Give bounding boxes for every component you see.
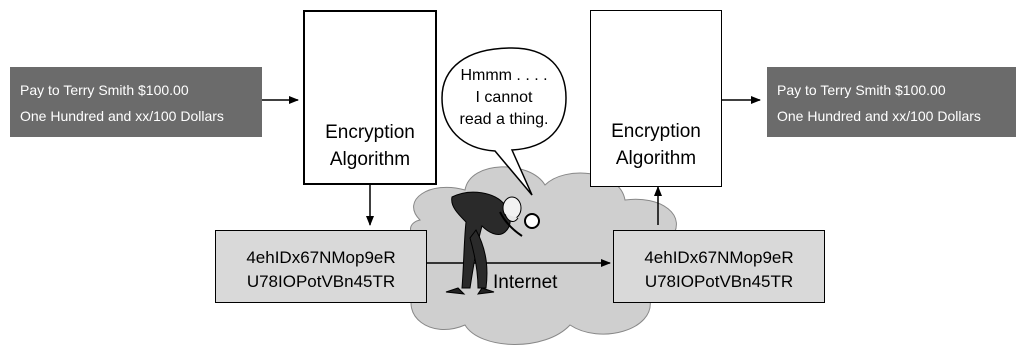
- sender-message-line1: Pay to Terry Smith $100.00: [20, 82, 189, 98]
- eavesdropper-figure: [445, 191, 540, 295]
- left-ciphertext-line1: 4ehIDx67NMop9eR: [246, 248, 396, 267]
- speech-bubble-line1: Hmmm . . . .: [460, 67, 548, 84]
- right-algorithm-line1: Encryption: [611, 121, 701, 142]
- right-ciphertext-line2: U78IOPotVBn45TR: [644, 272, 794, 291]
- left-encryption-algorithm: Encryption Algorithm: [303, 10, 437, 185]
- right-ciphertext: 4ehIDx67NMop9eR U78IOPotVBn45TR: [613, 230, 825, 303]
- internet-label: Internet: [493, 272, 558, 293]
- sender-message: Pay to Terry Smith $100.00 One Hundred a…: [10, 67, 262, 137]
- sender-message-line2: One Hundred and xx/100 Dollars: [20, 108, 224, 124]
- right-ciphertext-line1: 4ehIDx67NMop9eR: [644, 248, 794, 267]
- right-encryption-algorithm: Encryption Algorithm: [590, 10, 722, 187]
- speech-bubble: [441, 47, 567, 196]
- receiver-message-line1: Pay to Terry Smith $100.00: [777, 82, 946, 98]
- left-ciphertext-line2: U78IOPotVBn45TR: [246, 272, 396, 291]
- speech-bubble-line3: read a thing.: [459, 111, 549, 128]
- speech-bubble-line2: I cannot: [475, 89, 533, 106]
- receiver-message: Pay to Terry Smith $100.00 One Hundred a…: [767, 67, 1016, 137]
- left-algorithm-line2: Algorithm: [329, 149, 411, 170]
- left-algorithm-line1: Encryption: [325, 122, 415, 143]
- right-algorithm-line2: Algorithm: [615, 148, 697, 169]
- receiver-message-line2: One Hundred and xx/100 Dollars: [777, 108, 981, 124]
- left-ciphertext: 4ehIDx67NMop9eR U78IOPotVBn45TR: [215, 230, 427, 303]
